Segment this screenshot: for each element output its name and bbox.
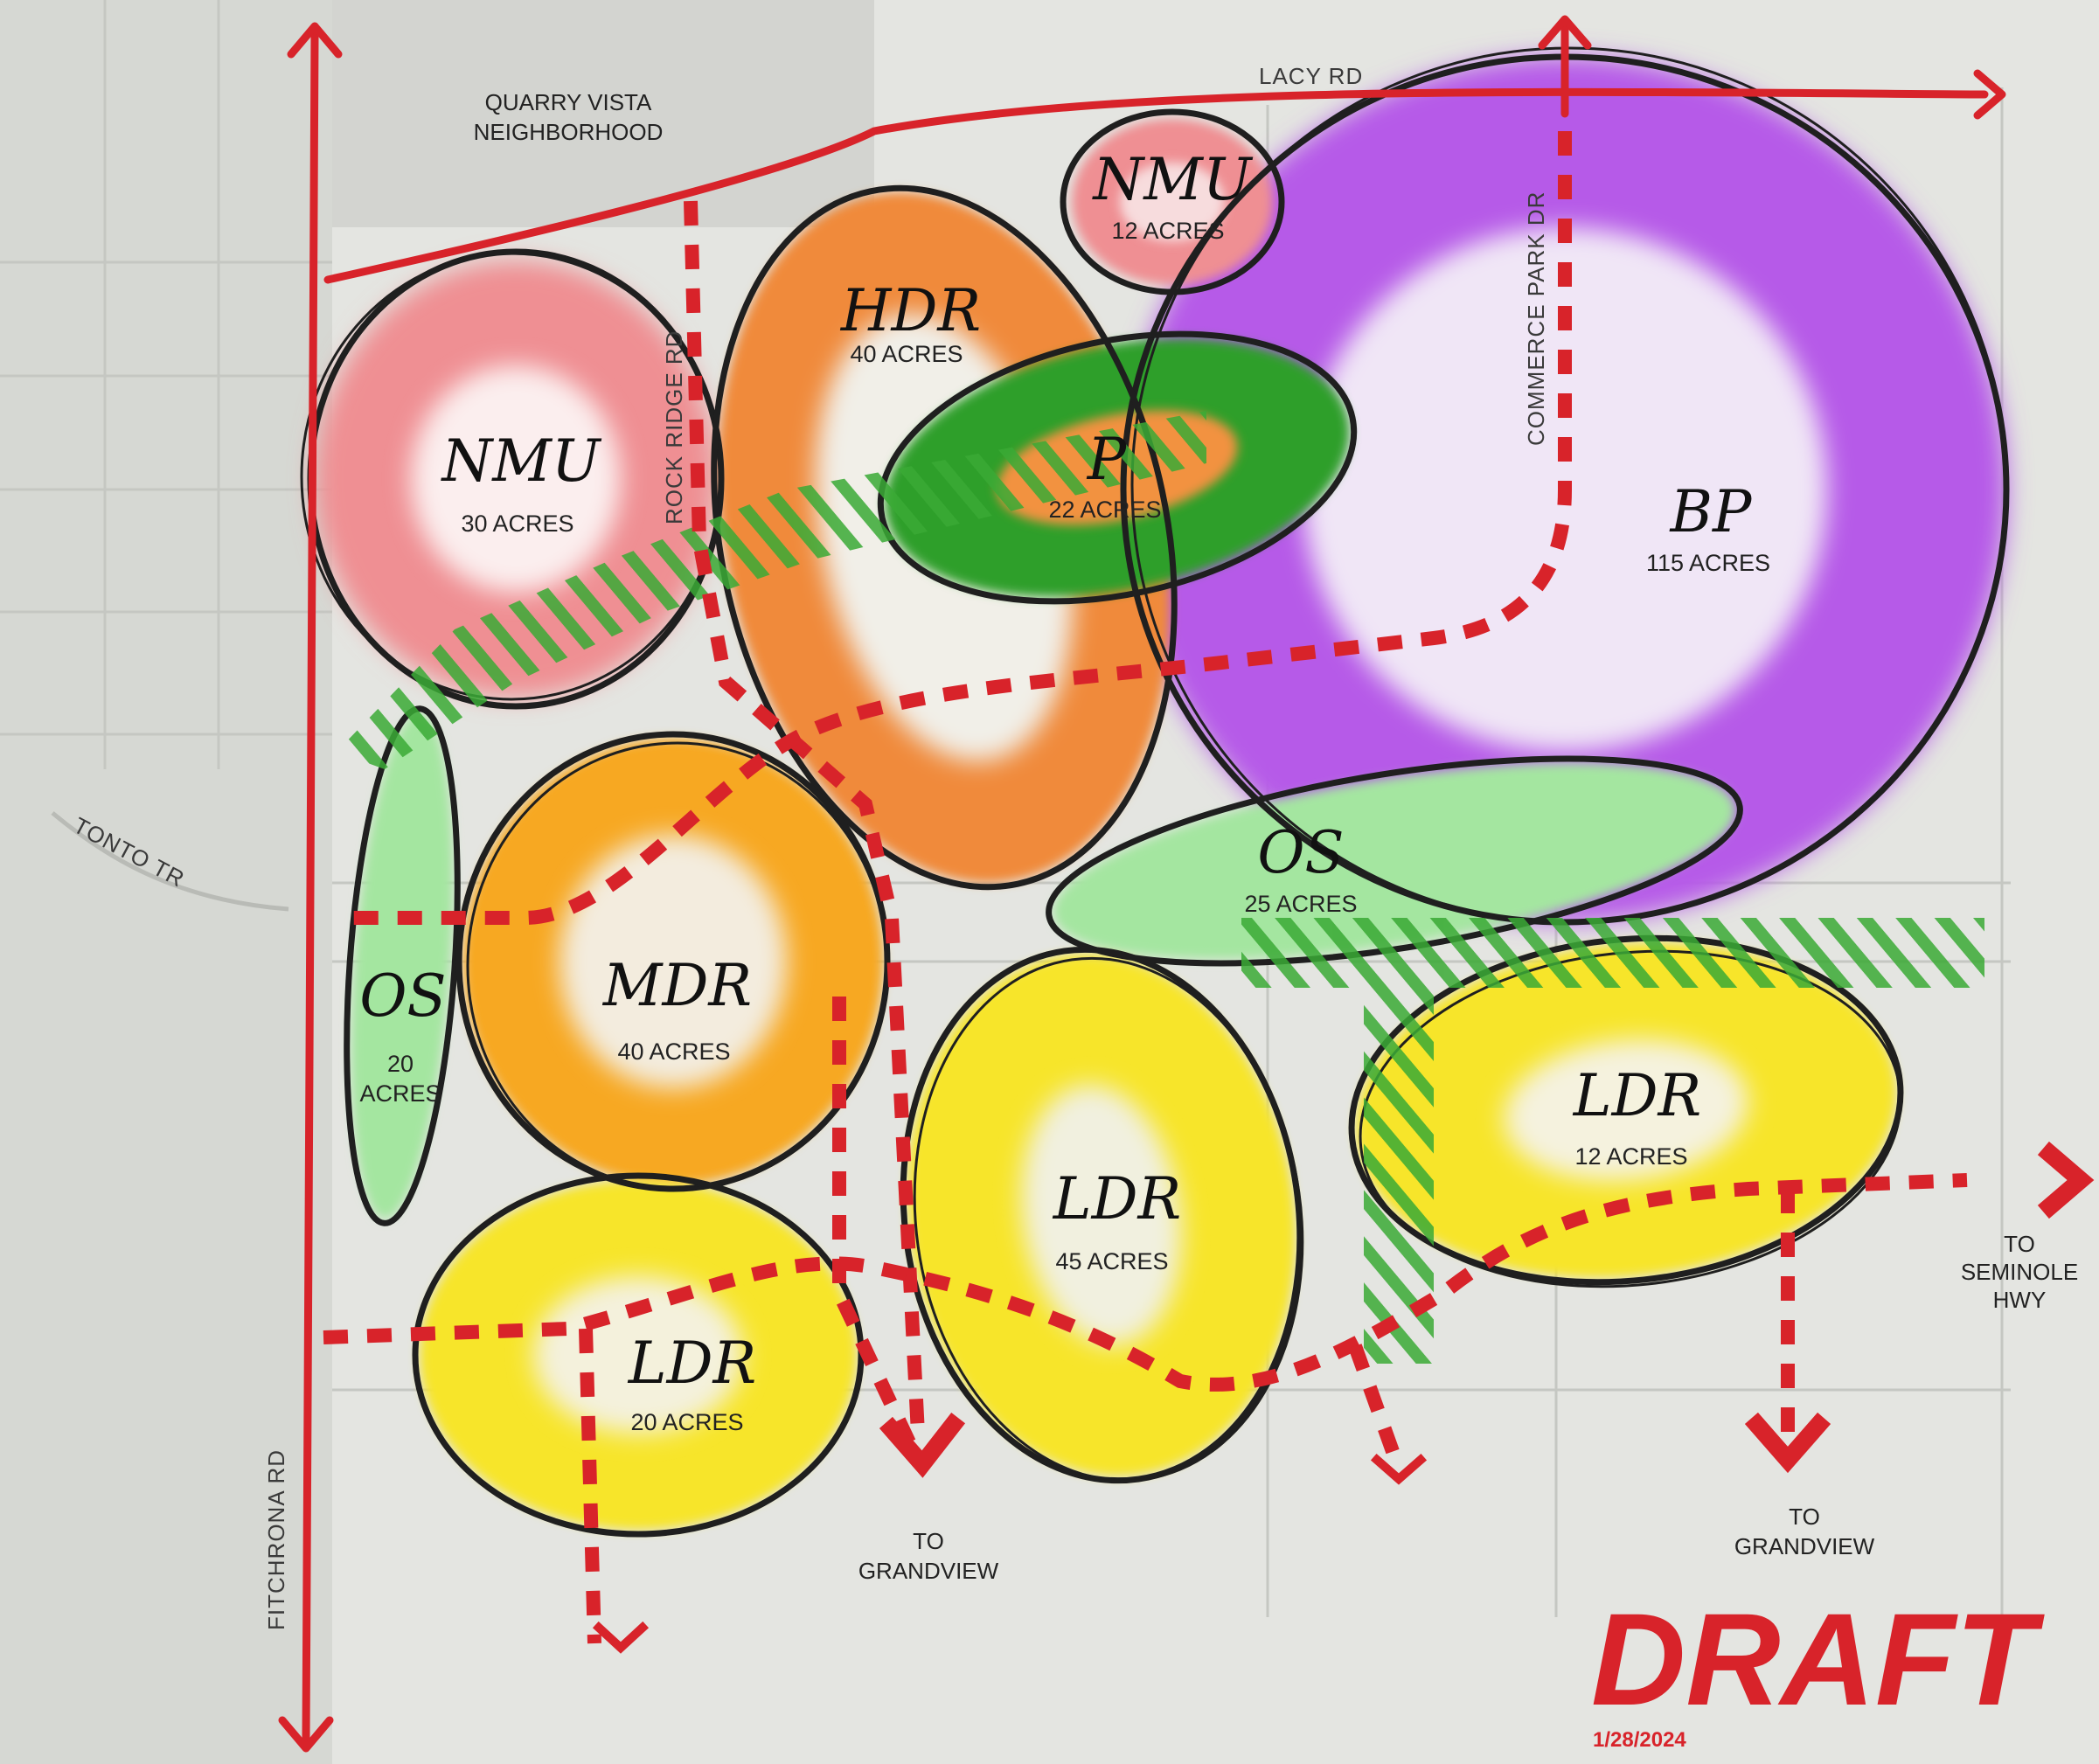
draft-stamp: DRAFT (1591, 1586, 2046, 1733)
ldr-east-acres: 12 ACRES (1574, 1143, 1687, 1170)
os-center-code: OS (1257, 819, 1344, 886)
bp-acres: 115 ACRES (1646, 550, 1770, 576)
p-code: P (1087, 426, 1128, 493)
north-buffer-hatch (337, 411, 1206, 769)
fitchrona-rd-line (302, 31, 319, 1744)
south-spur (579, 1328, 601, 1644)
commerce-north-arrow (1538, 15, 1592, 50)
bp-code: BP (1670, 478, 1754, 545)
ldr-east-code: LDR (1573, 1062, 1701, 1129)
fitchrona-north-arrow (287, 22, 343, 59)
nmu-west-core (411, 365, 621, 593)
ldr-east-core (1504, 1039, 1748, 1181)
grandview-center-spur (832, 997, 916, 1446)
os-west-acres-unit: ACRES (359, 1080, 441, 1107)
to-grandview-center-line1: TO (913, 1528, 944, 1554)
road-arrowheads (278, 15, 2006, 1753)
nmu-west-acres: 30 ACRES (461, 510, 573, 537)
os-center-fill (1053, 762, 1736, 960)
nmu-north-code: NMU (1092, 146, 1254, 213)
to-seminole-line2: SEMINOLE (1961, 1259, 2078, 1285)
nmu-north-core (1120, 163, 1225, 241)
grandview-center-arrow (879, 1412, 966, 1478)
os-west-code: OS (359, 962, 446, 1030)
vertical-buffer-hatch (1364, 988, 1434, 1364)
commerce-park-extension (345, 131, 1572, 925)
zone-labels: NMU 12 ACRES NMU 30 ACRES HDR 40 ACRES P… (359, 146, 1770, 1435)
mdr-code: MDR (602, 952, 752, 1019)
spur-arrowheads (592, 1141, 2095, 1654)
draft-date: 1/28/2024 (1593, 1728, 1686, 1752)
south-spur-arrow (592, 1621, 650, 1654)
fitchrona-rd-label: FITCHRONA RD (263, 1449, 289, 1630)
east-south-spur-arrow (1370, 1453, 1428, 1485)
lacy-east-arrow (1973, 69, 2006, 120)
grandview-east-arrow (1744, 1412, 1831, 1474)
ldr-center-code: LDR (1053, 1165, 1181, 1233)
nmu-west-code: NMU (441, 427, 602, 495)
os-center-acres: 25 ACRES (1244, 891, 1357, 917)
fitchrona-south-arrow (278, 1716, 334, 1753)
rock-ridge-rd-label: ROCK RIDGE RD (661, 330, 687, 524)
ldr-sw-code: LDR (628, 1330, 756, 1397)
north-neighborhood-area (332, 0, 874, 227)
os-west-acres-number: 20 (387, 1051, 414, 1077)
ldr-center-core (1021, 1084, 1182, 1346)
buffer-hatching (337, 411, 1984, 1364)
neighborhood-label-line2: NEIGHBORHOOD (474, 119, 664, 145)
nmu-north-acres: 12 ACRES (1111, 218, 1224, 244)
east-south-spur (1348, 1344, 1406, 1471)
east-west-connector (323, 1173, 1968, 1392)
east-buffer-hatch (1241, 918, 1984, 988)
to-grandview-center-line2: GRANDVIEW (858, 1558, 999, 1584)
commerce-park-dr-label: COMMERCE PARK DR (1523, 191, 1549, 446)
seminole-arrow (2037, 1141, 2095, 1219)
mdr-acres: 40 ACRES (617, 1038, 730, 1065)
lacy-rd-line (323, 87, 1989, 284)
p-acres: 22 ACRES (1048, 497, 1161, 523)
hdr-acres: 40 ACRES (850, 341, 963, 367)
zone-fills (315, 57, 2006, 1530)
neighborhood-label-line1: QUARRY VISTA (485, 89, 652, 115)
hdr-code: HDR (840, 277, 981, 344)
ldr-center-acres: 45 ACRES (1055, 1248, 1168, 1274)
mdr-zone-core (560, 835, 787, 1088)
to-seminole-line3: HWY (1993, 1287, 2047, 1313)
to-seminole-line1: TO (2004, 1231, 2035, 1257)
to-grandview-east-line1: TO (1789, 1504, 1820, 1530)
destination-labels: TO GRANDVIEW TO GRANDVIEW TO SEMINOLE HW… (858, 1231, 2078, 1584)
ldr-sw-acres: 20 ACRES (630, 1409, 743, 1435)
to-grandview-east-line2: GRANDVIEW (1734, 1533, 1875, 1559)
major-roads (302, 22, 1989, 1744)
lacy-rd-label: LACY RD (1259, 63, 1363, 89)
os-west-fill (351, 712, 454, 1219)
proposed-roads (323, 131, 1968, 1644)
